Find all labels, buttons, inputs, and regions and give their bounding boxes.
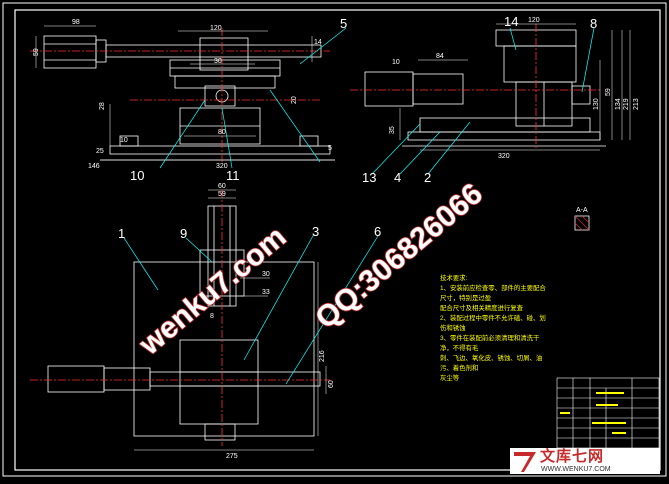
side-upper-slide [503, 45, 577, 83]
dim-320-side: 320 [498, 153, 510, 160]
notes-line: 灰尘等 [440, 375, 460, 382]
front-carriage [199, 37, 249, 71]
callout-11: 11 [226, 168, 240, 183]
front-base-plate [109, 145, 331, 155]
top-leaders [123, 233, 379, 385]
dim-5: 5 [328, 145, 332, 152]
callout-6: 6 [374, 224, 381, 239]
top-bottom-block [204, 423, 236, 441]
side-coupling [412, 73, 464, 105]
dim-10-front: 10 [120, 137, 128, 144]
dim-320-front: 320 [216, 163, 228, 170]
inner-border [14, 9, 661, 471]
side-dimension-lines [399, 23, 631, 151]
side-handwheel [571, 85, 591, 105]
dim-213: 213 [633, 98, 640, 110]
brand-url: WWW.WENKU7.COM [541, 466, 611, 473]
technical-notes: 技术要求: 1、安装前应检查零、部件的主要配合尺寸，特别是过盈 配合尺寸及相关精… [440, 274, 552, 384]
dim-28: 28 [99, 102, 106, 110]
front-dimension-lines [35, 25, 335, 161]
dim-80: 80 [218, 129, 226, 136]
callout-4: 4 [394, 170, 401, 185]
dim-219: 219 [623, 98, 630, 110]
callout-10: 10 [130, 168, 144, 183]
top-view [47, 205, 321, 441]
front-leaders [159, 27, 347, 169]
top-view-dimensions: 60 59 30 33 8 275 216 60 [210, 183, 335, 460]
dim-98: 98 [72, 19, 80, 26]
callout-2: 2 [424, 170, 431, 185]
section-a-a: A-A [574, 207, 590, 231]
side-motor [364, 71, 414, 107]
top-coupling [103, 367, 151, 391]
dim-20: 20 [291, 96, 298, 104]
front-view-dimensions: 98 120 59 14 30 28 20 80 10 146 320 5 25 [33, 19, 332, 170]
notes-line: 2、装配过程中零件不允许磕、碰、划伤和锈蚀 [440, 315, 546, 332]
callout-9: 9 [180, 226, 187, 241]
top-center-block [179, 339, 259, 425]
dim-130: 130 [593, 98, 600, 110]
dim-120-side: 120 [528, 17, 540, 24]
front-motor [43, 35, 97, 69]
dim-10-side: 10 [392, 59, 400, 66]
dim-59-top: 59 [218, 191, 226, 198]
notes-line: 刺、飞边、氧化皮、锈蚀、切屑、油污、着色剂和 [440, 355, 543, 372]
side-base-plate [407, 131, 601, 141]
dim-120-front: 120 [210, 25, 222, 32]
top-motor [47, 365, 105, 393]
callout-3: 3 [312, 224, 319, 239]
top-screw [149, 371, 321, 387]
front-centerlines [30, 28, 330, 162]
top-dimension-lines [134, 189, 327, 451]
side-leaders [371, 27, 595, 175]
dim-59-side: 59 [605, 88, 612, 96]
title-block-text-marks [560, 392, 626, 434]
side-lower-slide [419, 117, 591, 133]
dim-33: 33 [262, 289, 270, 296]
notes-title: 技术要求: [440, 275, 468, 282]
brand-logo-icon [514, 452, 536, 472]
front-nut-block [204, 85, 236, 107]
notes-line: 1、安装前应检查零、部件的主要配合尺寸，特别是过盈 [440, 285, 546, 302]
dim-60b: 60 [328, 380, 335, 388]
side-centerlines [350, 24, 600, 150]
side-view [364, 29, 606, 147]
callout-14: 14 [504, 14, 518, 29]
section-label: A-A [576, 207, 588, 214]
top-base-outline [133, 261, 315, 437]
dim-59-front: 59 [33, 48, 40, 56]
outer-border [2, 2, 667, 477]
dim-134: 134 [615, 98, 622, 110]
dim-35: 35 [389, 126, 396, 134]
dim-275: 275 [226, 453, 238, 460]
callout-1: 1 [118, 226, 125, 241]
dim-146: 146 [88, 163, 100, 170]
callout-5: 5 [340, 16, 347, 31]
dim-84: 84 [436, 53, 444, 60]
dim-8: 8 [210, 313, 214, 320]
notes-line: 3、零件在装配前必须清理和清洗干净，不得有毛 [440, 335, 540, 352]
brand-name: 文库七网 [540, 448, 605, 465]
dim-14-front: 14 [314, 39, 322, 46]
title-block [556, 377, 660, 449]
dim-60-top: 60 [218, 183, 226, 190]
dim-25: 25 [96, 148, 104, 155]
callout-8: 8 [590, 16, 597, 31]
front-slide [174, 75, 276, 89]
side-view-dimensions: 120 10 84 35 130 59 134 219 213 320 [389, 17, 640, 160]
dim-216: 216 [319, 350, 326, 362]
top-centerlines [30, 190, 330, 446]
notes-line: 配合尺寸及相关精度进行复查 [440, 305, 524, 312]
brand-banner[interactable]: 文库七网 WWW.WENKU7.COM [510, 448, 660, 474]
callout-13: 13 [362, 170, 376, 185]
dim-30-front: 30 [214, 58, 222, 65]
dim-30-top: 30 [262, 271, 270, 278]
